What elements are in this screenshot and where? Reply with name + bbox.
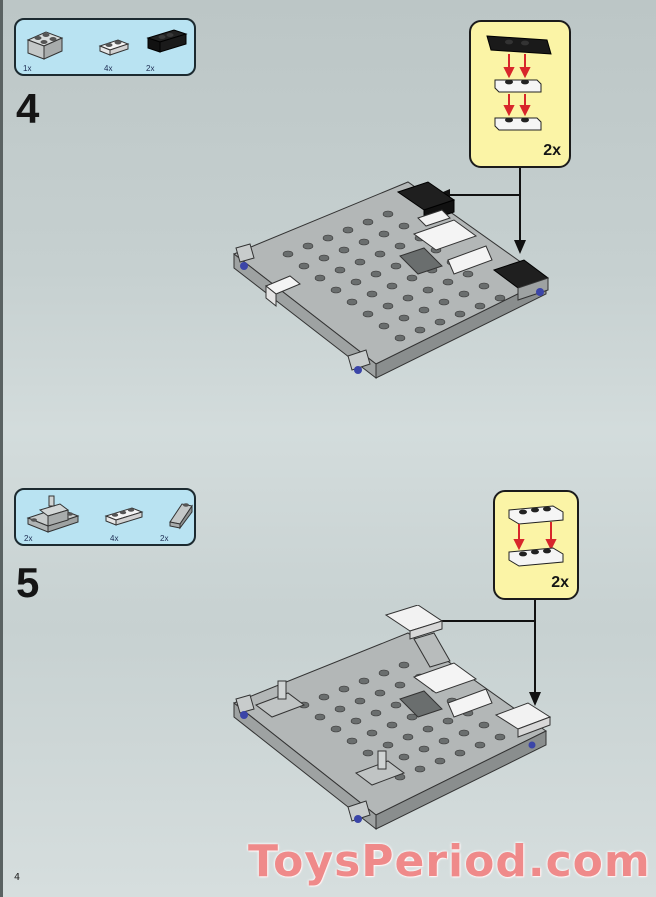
step-number: 4 (16, 85, 40, 132)
arrow-down-icon (529, 692, 541, 706)
subassembly-multiplier: 2x (551, 574, 569, 591)
step-number: 5 (16, 559, 40, 606)
part-qty: 2x (146, 64, 155, 73)
plate-1x3-white-icon (104, 507, 144, 526)
part-qty: 2x (160, 534, 169, 543)
step4-parts-list: 1x 4x 2x (14, 18, 196, 76)
step5-subassembly-callout: 2x (493, 490, 579, 600)
step4-subassembly-callout: 2x (469, 20, 571, 168)
step4-model-illustration (233, 181, 550, 380)
leader-line (446, 194, 520, 196)
watermark: ToysPeriod.com (248, 836, 651, 887)
part-qty: 1x (23, 64, 32, 73)
plate-1x2-white-icon (98, 39, 130, 56)
subassembly-diagram-icon (508, 505, 564, 567)
part-qty: 4x (104, 64, 113, 73)
arrow-down-icon (514, 240, 526, 254)
slope-1x2-gray-icon (169, 503, 193, 530)
brick-2x2-gray-icon (26, 31, 64, 60)
page-number: 4 (14, 872, 21, 883)
subassembly-diagram-icon (486, 35, 552, 131)
bracket-1x4-black-icon (146, 29, 188, 53)
part-qty: 2x (24, 534, 33, 543)
step5-model-illustration (233, 605, 552, 831)
leader-line (534, 600, 536, 698)
step5-parts-list: 2x 4x 2x (14, 488, 196, 546)
part-qty: 4x (110, 534, 119, 543)
leader-line (519, 168, 521, 246)
subassembly-multiplier: 2x (543, 142, 561, 159)
page-left-edge (0, 0, 3, 897)
brick-2x4-pin-gray-icon (26, 495, 80, 533)
leader-line (430, 620, 535, 622)
